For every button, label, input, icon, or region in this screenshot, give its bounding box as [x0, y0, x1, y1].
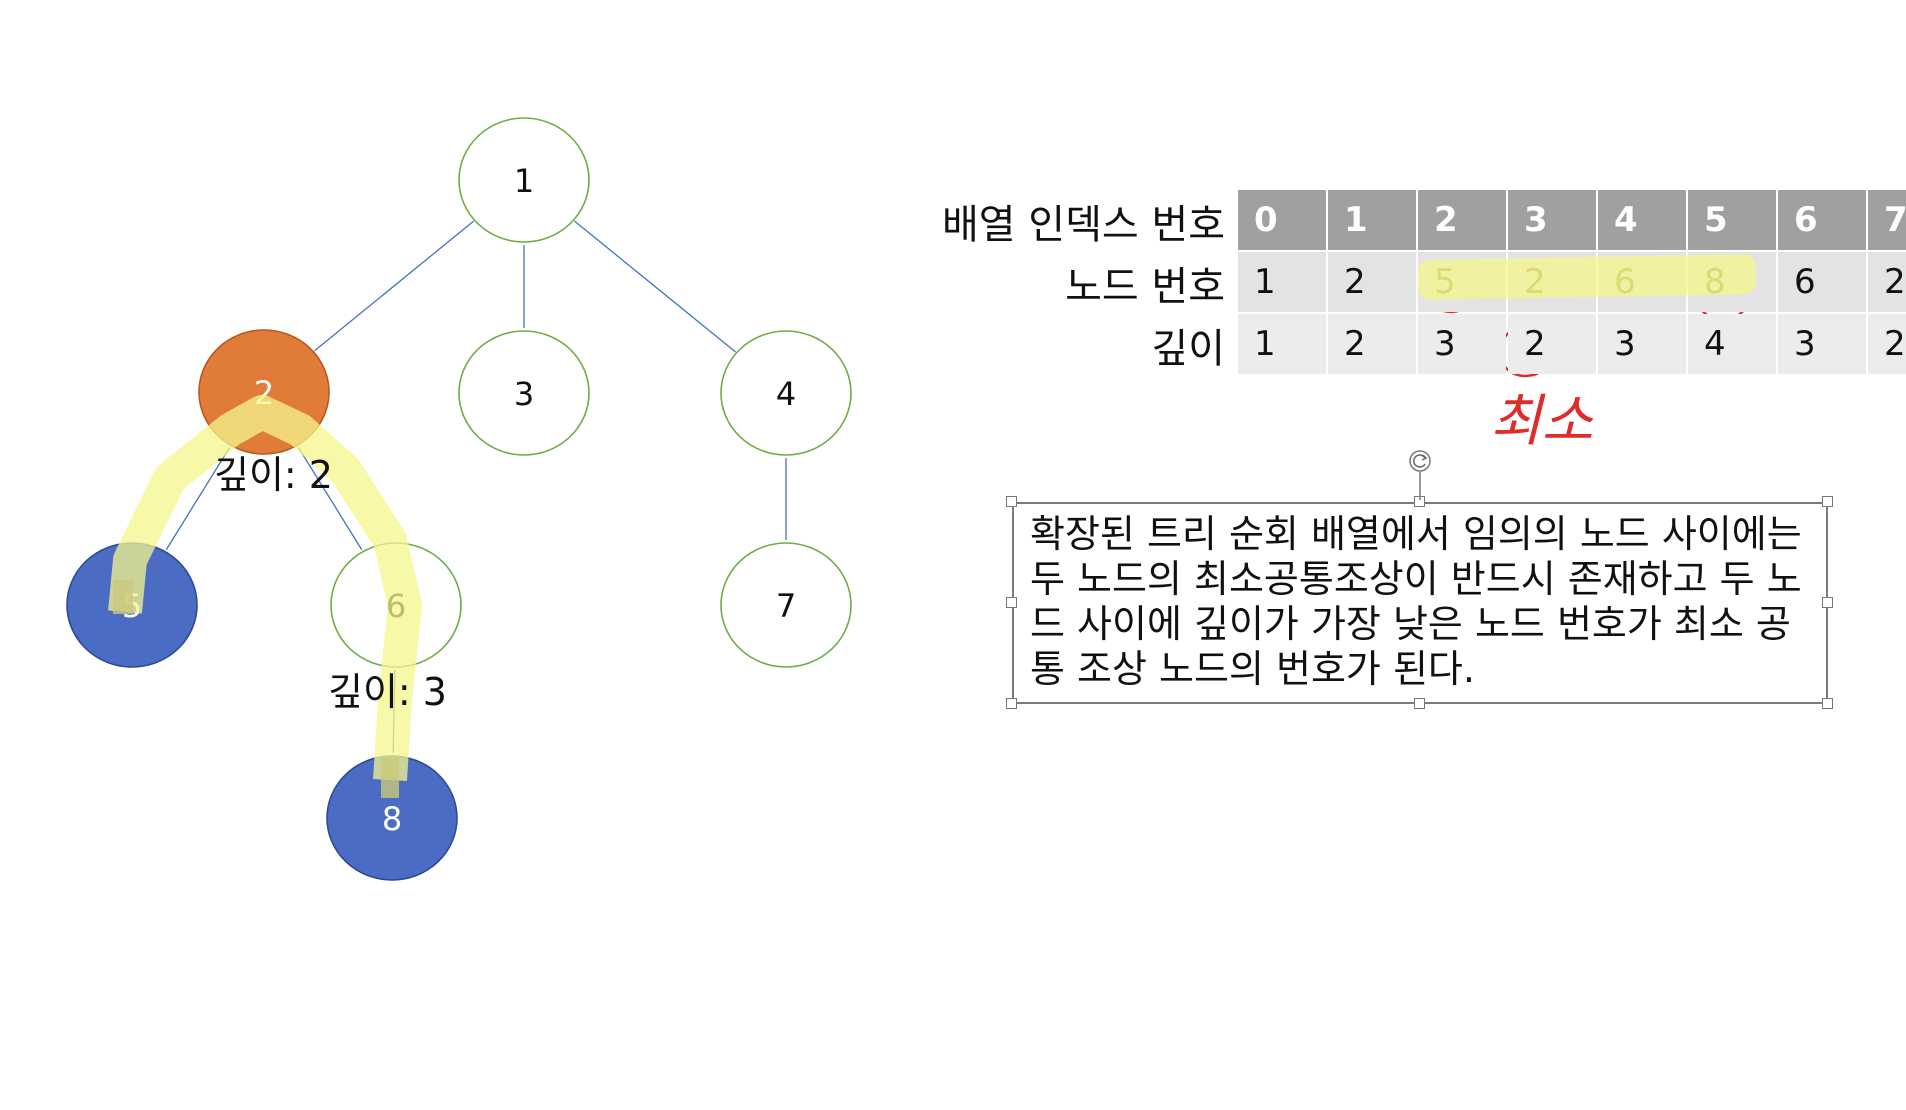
row-label-index: 배열 인덱스 번호	[941, 202, 1225, 248]
index-cell-4: 4	[1598, 190, 1686, 250]
explanation-textbox[interactable]: 확장된 트리 순회 배열에서 임의의 노드 사이에는 두 노드의 최소공통조상이…	[1012, 502, 1828, 704]
tree-edge-n1-n2	[313, 220, 475, 352]
node-circle	[720, 542, 852, 668]
tree-node-1: 1	[458, 117, 590, 243]
depth-cell-7: 2	[1868, 314, 1906, 374]
row-label-depth: 깊이	[1151, 326, 1225, 372]
node-label: 8	[382, 800, 402, 838]
resize-handle-bm[interactable]	[1414, 698, 1425, 709]
index-cell-7: 7	[1868, 190, 1906, 250]
highlighter-end-8	[381, 758, 399, 798]
depth-label-node-2: 깊이: 2	[214, 453, 333, 497]
resize-handle-mr[interactable]	[1822, 597, 1833, 608]
depth-cell-3: 2	[1508, 314, 1596, 374]
index-cell-0: 0	[1238, 190, 1326, 250]
depth-cell-4: 3	[1598, 314, 1686, 374]
resize-handle-tl[interactable]	[1006, 496, 1017, 507]
index-cell-5: 5	[1688, 190, 1776, 250]
tree-edge-n2-n6	[297, 446, 363, 551]
tree-node-4: 4	[720, 330, 852, 456]
tree-node-8: 8	[326, 755, 458, 881]
resize-handle-br[interactable]	[1822, 698, 1833, 709]
node-cell-0: 1	[1238, 252, 1326, 312]
node-label: 3	[514, 375, 534, 413]
node-label: 7	[776, 587, 796, 625]
resize-handle-ml[interactable]	[1006, 597, 1017, 608]
table-highlighter	[1417, 254, 1757, 300]
index-cell-2: 2	[1418, 190, 1506, 250]
depth-cell-6: 3	[1778, 314, 1866, 374]
depth-label-node-6: 깊이: 3	[328, 670, 447, 714]
rotate-icon	[1413, 454, 1426, 468]
tree-node-7: 7	[720, 542, 852, 668]
index-cell-3: 3	[1508, 190, 1596, 250]
node-circle	[458, 330, 590, 456]
row-label-node: 노드 번호	[1065, 264, 1225, 310]
tree-edge-n2-n5	[165, 446, 231, 551]
node-circle	[458, 117, 590, 243]
node-label: 1	[514, 162, 534, 200]
node-label: 4	[776, 375, 796, 413]
rotate-handle[interactable]	[1405, 448, 1435, 504]
depth-cell-2: 3	[1418, 314, 1506, 374]
min-annotation-text: 최소	[1490, 389, 1594, 454]
depth-cell-1: 2	[1328, 314, 1416, 374]
node-cell-1: 2	[1328, 252, 1416, 312]
node-cell-7: 2	[1868, 252, 1906, 312]
tree-edge-n1-n4	[574, 220, 736, 353]
node-circle	[720, 330, 852, 456]
resize-handle-tr[interactable]	[1822, 496, 1833, 507]
depth-cell-0: 1	[1238, 314, 1326, 374]
index-cell-6: 6	[1778, 190, 1866, 250]
depth-cell-5: 4	[1688, 314, 1776, 374]
highlighter-path	[108, 395, 422, 782]
resize-handle-bl[interactable]	[1006, 698, 1017, 709]
index-cell-1: 1	[1328, 190, 1416, 250]
tree-node-3: 3	[458, 330, 590, 456]
node-cell-6: 6	[1778, 252, 1866, 312]
highlighter-end-5	[113, 580, 133, 614]
